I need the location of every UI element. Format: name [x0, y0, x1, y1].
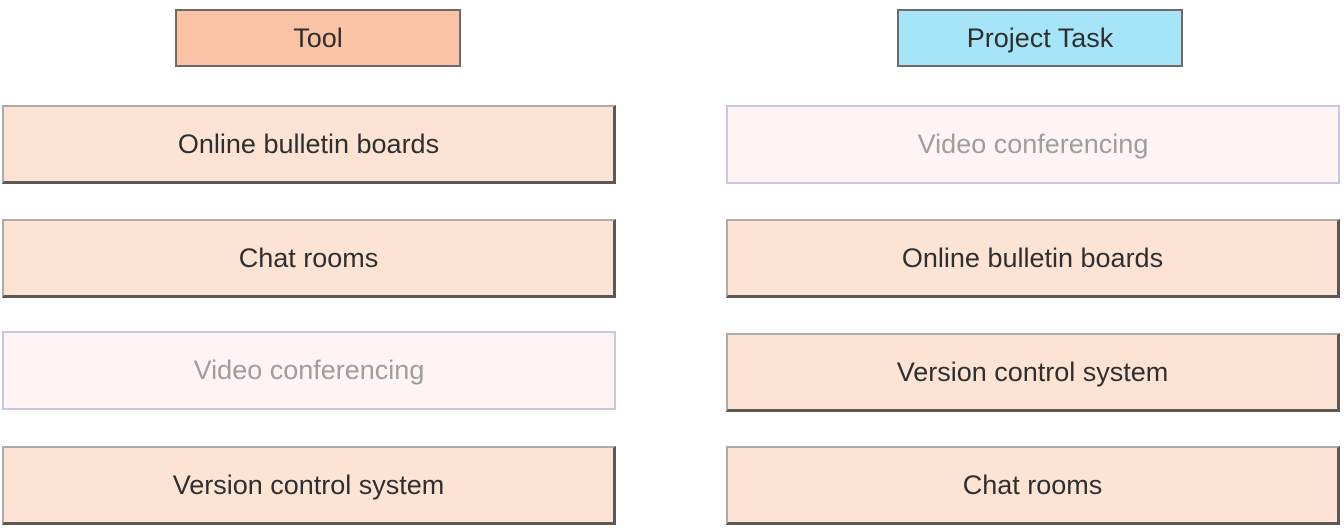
- tool-item-online-bulletin-boards[interactable]: Online bulletin boards: [2, 105, 616, 184]
- task-slot-label: Version control system: [896, 356, 1169, 387]
- project-task-column-header-label: Project Task: [966, 22, 1114, 53]
- task-slot-online-bulletin-boards[interactable]: Online bulletin boards: [726, 219, 1340, 298]
- tool-item-label: Version control system: [172, 469, 445, 500]
- task-slot-video-conferencing-placeholder[interactable]: Video conferencing: [726, 105, 1340, 184]
- task-slot-chat-rooms[interactable]: Chat rooms: [726, 446, 1340, 525]
- project-task-column-header: Project Task: [897, 9, 1183, 67]
- tool-item-video-conferencing-placeholder[interactable]: Video conferencing: [2, 331, 616, 410]
- tool-item-label: Video conferencing: [193, 355, 425, 385]
- task-slot-label: Chat rooms: [962, 469, 1103, 500]
- task-slot-version-control-system[interactable]: Version control system: [726, 333, 1340, 412]
- tool-item-chat-rooms[interactable]: Chat rooms: [2, 219, 616, 298]
- tool-column-header-label: Tool: [293, 22, 343, 53]
- tool-item-label: Online bulletin boards: [177, 128, 440, 159]
- tool-column-header: Tool: [175, 9, 461, 67]
- task-slot-label: Online bulletin boards: [901, 242, 1164, 273]
- tool-item-version-control-system[interactable]: Version control system: [2, 446, 616, 525]
- tool-item-label: Chat rooms: [238, 242, 379, 273]
- task-slot-label: Video conferencing: [917, 129, 1149, 159]
